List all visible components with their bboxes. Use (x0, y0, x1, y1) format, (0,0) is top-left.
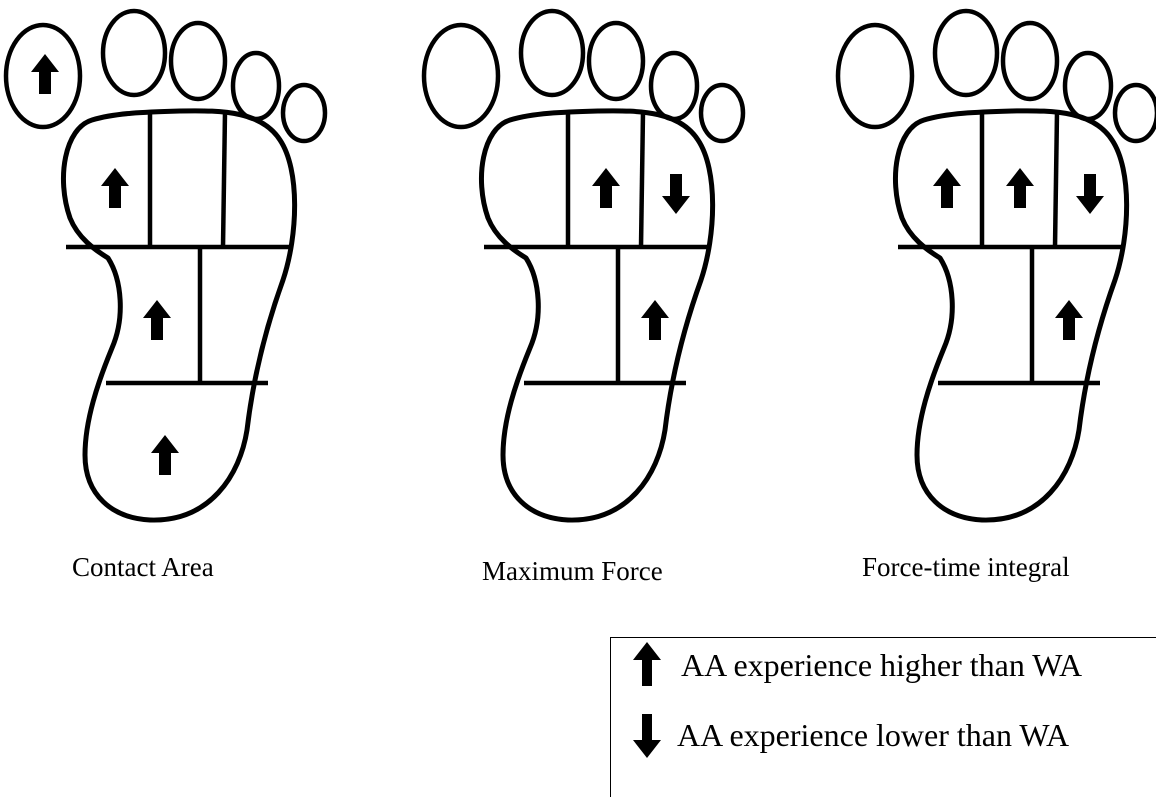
toe-3 (171, 23, 225, 99)
region-divider (1055, 112, 1057, 247)
legend-box: AA experience higher than WA AA experien… (610, 637, 1156, 797)
up-arrow-icon-central-forefoot (592, 168, 620, 208)
toe-3 (1003, 23, 1057, 99)
region-divider (641, 112, 643, 247)
down-arrow-icon-lateral-forefoot (1076, 174, 1104, 214)
foot-outline (895, 111, 1126, 520)
legend-label-lower: AA experience lower than WA (677, 717, 1069, 754)
caption-maximum-force: Maximum Force (482, 556, 663, 587)
toe-2 (103, 11, 165, 95)
foot-outline (481, 111, 712, 520)
up-arrow-icon-medial-forefoot (933, 168, 961, 208)
legend-label-higher: AA experience higher than WA (681, 647, 1082, 684)
foot-maximum-force (424, 11, 743, 520)
toe-2 (935, 11, 997, 95)
legend-item-higher: AA experience higher than WA (627, 640, 1082, 690)
caption-contact-area: Contact Area (72, 552, 214, 583)
toe-4 (651, 53, 697, 119)
hallux-toe (424, 25, 498, 127)
foot-contact-area (6, 11, 325, 520)
up-arrow-icon-central-forefoot (1006, 168, 1034, 208)
up-arrow-icon-medial-midfoot (143, 300, 171, 340)
hallux-toe (838, 25, 912, 127)
up-arrow-icon-hallux (31, 54, 59, 94)
toe-5 (283, 85, 325, 141)
toe-5 (701, 85, 743, 141)
region-divider (223, 112, 225, 247)
up-arrow-icon-lateral-midfoot (1055, 300, 1083, 340)
toe-2 (521, 11, 583, 95)
down-arrow-icon-lateral-forefoot (662, 174, 690, 214)
toe-4 (1065, 53, 1111, 119)
down-arrow-icon (627, 710, 667, 760)
up-arrow-icon (627, 640, 667, 690)
toe-5 (1115, 85, 1156, 141)
legend-item-lower: AA experience lower than WA (627, 710, 1069, 760)
toe-4 (233, 53, 279, 119)
up-arrow-icon-medial-forefoot (101, 168, 129, 208)
caption-force-time-integral: Force-time integral (862, 552, 1070, 583)
up-arrow-icon-heel (151, 435, 179, 475)
up-arrow-icon-lateral-midfoot (641, 300, 669, 340)
toe-3 (589, 23, 643, 99)
foot-force-time-integral (838, 11, 1156, 520)
foot-outline (63, 111, 294, 520)
